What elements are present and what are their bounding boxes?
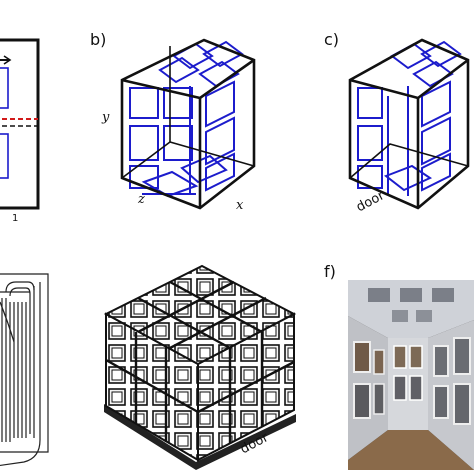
- panel-b: b) y z x: [86, 26, 266, 226]
- panel-a-tick-label: 1: [12, 213, 19, 224]
- panel-c-label: c): [324, 30, 340, 49]
- panel-d-structure: [0, 273, 49, 467]
- panel-f: f): [318, 254, 474, 474]
- panel-c-cube: [348, 38, 470, 210]
- panel-c: c) door: [318, 26, 474, 226]
- panel-b-label: b): [90, 30, 107, 49]
- panel-b-x-axis-label: x: [236, 198, 244, 213]
- panel-a: 1: [0, 0, 60, 230]
- panel-e-cube-render: [103, 264, 297, 470]
- panel-f-photo: [348, 280, 474, 470]
- panel-f-label: f): [324, 262, 336, 281]
- panel-b-cube: [120, 38, 256, 210]
- panel-a-diagram: [0, 38, 40, 210]
- panel-d: [0, 262, 60, 474]
- panel-b-y-axis-label: y: [102, 110, 110, 125]
- panel-b-z-axis-label: z: [138, 192, 145, 207]
- panel-e: door: [84, 254, 314, 474]
